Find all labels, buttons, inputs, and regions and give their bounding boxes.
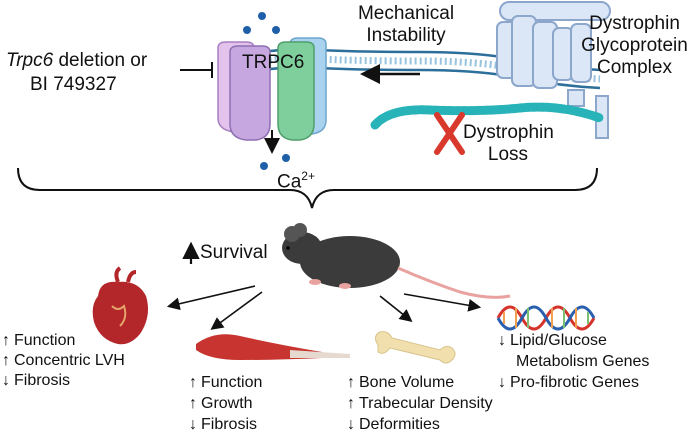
genes-item: ↓Lipid/Glucose <box>498 332 649 353</box>
calcium-ions-top <box>243 12 280 34</box>
calcium-label: Ca2+ <box>277 169 315 193</box>
inhibitor-label: Trpc6 deletion or <box>6 50 147 72</box>
increase-arrow-icon: ↑ <box>2 352 10 369</box>
increase-arrow-icon: ↑ <box>2 332 10 349</box>
bone-illustration <box>374 331 456 364</box>
bone-item: ↑Bone Volume <box>347 374 493 395</box>
decrease-arrow-icon: ↓ <box>498 332 506 349</box>
genes-item-text: Pro-fibrotic Genes <box>510 374 639 391</box>
muscle-item-text: Growth <box>201 395 253 412</box>
mechanical-line2: Instability <box>366 24 446 46</box>
bone-item: ↓Deformities <box>347 416 493 437</box>
genes-item-continuation: Metabolism Genes <box>516 353 650 370</box>
genes-item: ↓Pro-fibrotic Genes <box>498 374 649 395</box>
calcium-base: Ca <box>277 171 302 193</box>
dgc-line3: Complex <box>597 56 672 78</box>
muscle-item: ↑Growth <box>189 395 262 416</box>
increase-arrow-icon: ↑ <box>347 395 355 412</box>
muscle-item: ↓Fibrosis <box>189 416 262 437</box>
muscle-outcomes: ↑Function↑Growth↓Fibrosis <box>189 374 262 437</box>
arrow-to-heart <box>166 285 256 311</box>
arrow-to-bone <box>379 295 413 322</box>
dgc-complex-shape <box>496 1 611 139</box>
inhibitor-line1: deletion or <box>53 50 148 71</box>
heart-item: ↑Function <box>2 332 125 352</box>
dystrophin-loss-cross <box>434 112 465 155</box>
heart-item-text: Concentric LVH <box>14 352 125 369</box>
dgc-label: Dystrophin Glycoprotein Complex <box>577 13 692 79</box>
dystrophin-loss-label: Dystrophin Loss <box>463 122 554 166</box>
decrease-arrow-icon: ↓ <box>189 416 197 433</box>
inhibitor-drug: BI 749327 <box>30 74 117 95</box>
increase-arrow-icon: ↑ <box>347 374 355 391</box>
heart-illustration <box>92 266 148 345</box>
summary-brace <box>17 167 598 209</box>
heart-item-text: Fibrosis <box>14 372 71 389</box>
dgc-line2: Glycoprotein <box>581 34 688 56</box>
loss-line2: Loss <box>487 143 529 165</box>
increase-arrow-icon: ↑ <box>189 395 197 412</box>
arrow-to-muscle <box>210 291 263 330</box>
increase-arrow-icon: ↑ <box>189 374 197 391</box>
trpc6-channel-shape <box>217 37 327 141</box>
bone-item-text: Deformities <box>359 416 440 433</box>
inhibitor-gene: Trpc6 <box>6 50 54 71</box>
genes-item-text: Lipid/Glucose <box>510 332 607 349</box>
mechanical-line1: Mechanical <box>357 3 455 24</box>
trpc6-label: TRPC6 <box>242 52 305 73</box>
bone-outcomes: ↑Bone Volume↑Trabecular Density↓Deformit… <box>347 374 493 437</box>
muscle-illustration <box>196 334 350 360</box>
mechanical-label: Mechanical Instability <box>344 3 468 47</box>
muscle-item-text: Function <box>201 374 263 391</box>
inhibition-bar <box>180 62 213 78</box>
decrease-arrow-icon: ↓ <box>498 374 506 391</box>
dystrophin-chain <box>370 102 605 130</box>
mouse-illustration <box>282 223 511 299</box>
calcium-ions-bottom <box>260 154 290 170</box>
loss-line1: Dystrophin <box>463 122 554 143</box>
survival-label: Survival <box>200 242 268 263</box>
muscle-item: ↑Function <box>189 374 262 395</box>
muscle-item-text: Fibrosis <box>201 416 258 433</box>
heart-item-text: Function <box>14 332 76 349</box>
arrow-to-dna <box>403 293 482 312</box>
heart-outcomes: ↑Function↑Concentric LVH↓Fibrosis <box>2 332 125 392</box>
heart-item: ↓Fibrosis <box>2 372 125 392</box>
dgc-line1: Dystrophin <box>589 13 680 34</box>
decrease-arrow-icon: ↓ <box>347 416 355 433</box>
heart-item: ↑Concentric LVH <box>2 352 125 372</box>
calcium-charge: 2+ <box>301 169 315 183</box>
bone-item-text: Bone Volume <box>359 374 455 391</box>
bone-item-text: Trabecular Density <box>359 395 493 412</box>
decrease-arrow-icon: ↓ <box>2 372 10 389</box>
dna-illustration <box>496 305 596 331</box>
bone-item: ↑Trabecular Density <box>347 395 493 416</box>
